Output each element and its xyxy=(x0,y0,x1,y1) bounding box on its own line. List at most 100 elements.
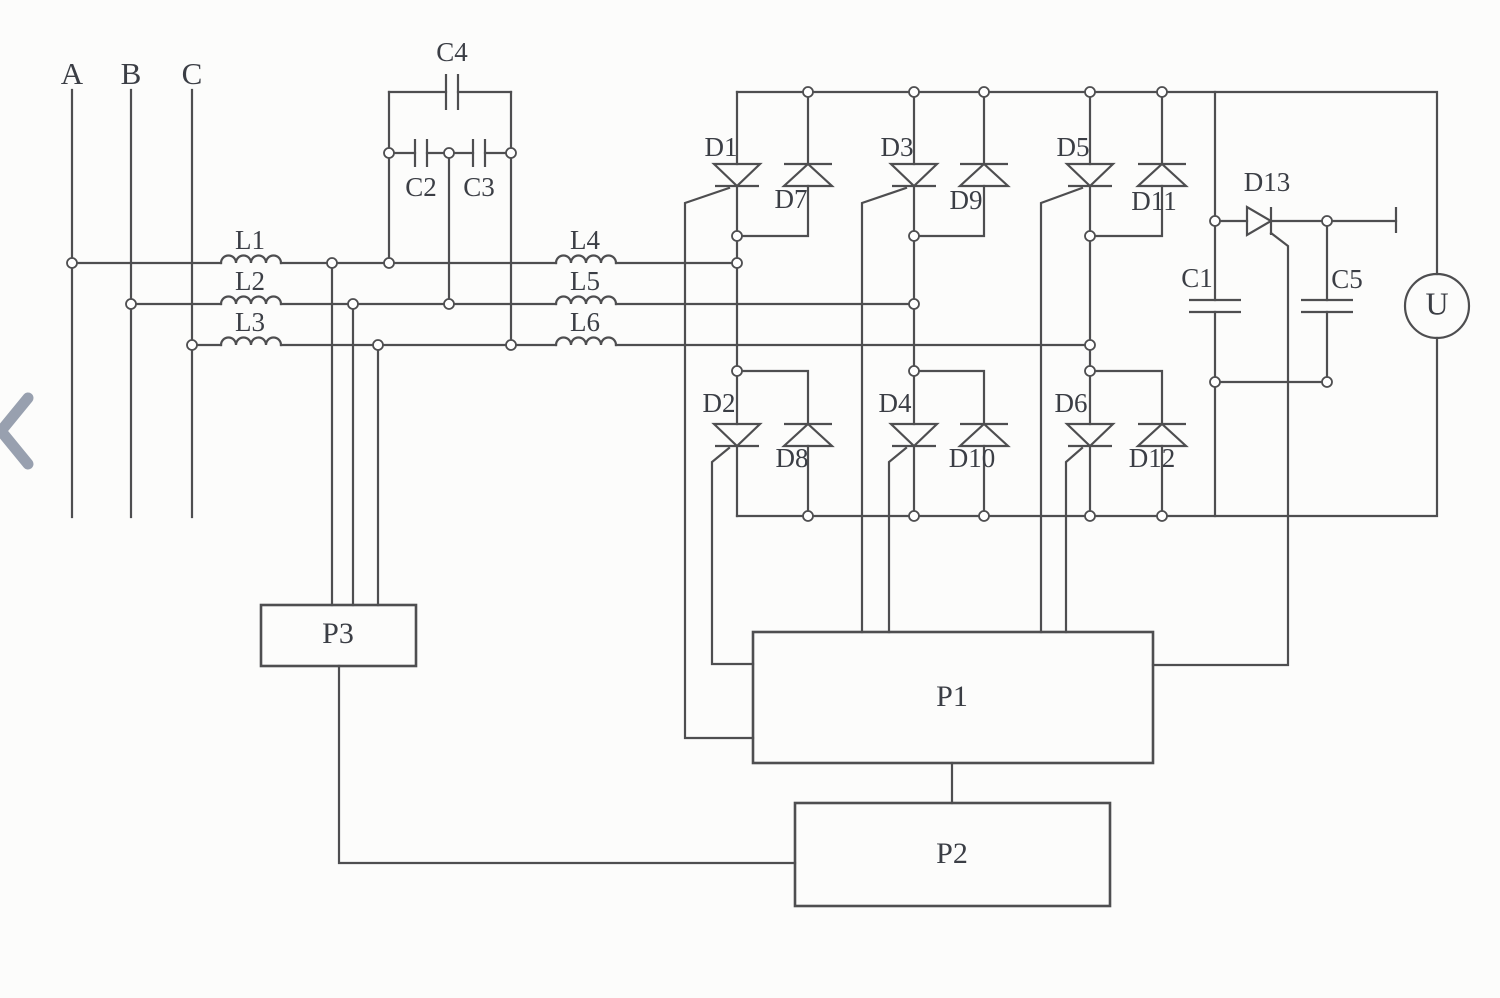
label-phase-c: C xyxy=(182,56,203,91)
capacitor-C3 xyxy=(471,139,487,167)
label-D8: D8 xyxy=(776,443,809,473)
junction-node xyxy=(1321,376,1333,388)
wire-P3-to-P2 xyxy=(337,664,797,865)
label-D9: D9 xyxy=(950,185,983,215)
wire-branch-D8 xyxy=(735,369,810,518)
junction-node xyxy=(978,510,990,522)
diode-D9 xyxy=(958,162,1010,188)
junction-node xyxy=(908,365,920,377)
junction-node xyxy=(978,86,990,98)
wire-branch-D7 xyxy=(735,90,810,238)
gate-wire-D13 xyxy=(1151,231,1290,667)
back-chevron-icon[interactable] xyxy=(0,392,34,470)
junction-node xyxy=(443,147,455,159)
wire-branch-D11 xyxy=(1088,90,1164,238)
junction-node xyxy=(1156,510,1168,522)
label-D4: D4 xyxy=(879,388,912,418)
label-L5: L5 xyxy=(570,266,600,296)
thyristor-D5 xyxy=(1065,162,1115,188)
capacitor-C4 xyxy=(444,74,460,110)
wire-branch-D9 xyxy=(912,90,986,238)
junction-node xyxy=(731,230,743,242)
thyristor-D1 xyxy=(712,162,762,188)
voltmeter-branch xyxy=(1403,272,1471,340)
junction-node xyxy=(1209,215,1221,227)
gate-wire-D3 xyxy=(860,186,908,634)
junction-node xyxy=(383,147,395,159)
junction-node xyxy=(66,257,78,269)
thyristor-D3 xyxy=(889,162,939,188)
junction-node xyxy=(1084,365,1096,377)
diode-D11 xyxy=(1136,162,1188,188)
gate-wire-D5 xyxy=(1039,186,1084,634)
label-D11: D11 xyxy=(1131,186,1177,216)
label-C1: C1 xyxy=(1181,263,1213,293)
junction-node xyxy=(383,257,395,269)
label-D5: D5 xyxy=(1057,132,1090,162)
label-D12: D12 xyxy=(1129,443,1176,473)
label-C4: C4 xyxy=(436,37,468,67)
label-P2: P2 xyxy=(936,837,968,870)
junction-node xyxy=(326,257,338,269)
capacitor-C1 xyxy=(1189,298,1241,314)
junction-node xyxy=(347,298,359,310)
junction-node xyxy=(1084,339,1096,351)
thyristor-D2 xyxy=(712,422,762,448)
junction-node xyxy=(125,298,137,310)
controllers xyxy=(259,603,1155,908)
junction-node xyxy=(1209,376,1221,388)
junction-node xyxy=(908,298,920,310)
junction-node xyxy=(505,147,517,159)
label-L4: L4 xyxy=(570,225,600,255)
thyristor-bridge xyxy=(683,90,1439,740)
inductor-L3 xyxy=(219,336,283,347)
junction-node xyxy=(1321,215,1333,227)
filter-capacitor-network xyxy=(387,74,513,347)
junction-node xyxy=(1084,86,1096,98)
gate-wire-D1 xyxy=(683,186,755,740)
junction-node xyxy=(1084,230,1096,242)
gate-wire-D4 xyxy=(887,446,908,634)
label-L3: L3 xyxy=(235,307,265,337)
junction-node xyxy=(802,86,814,98)
junction-node xyxy=(1084,510,1096,522)
junction-node xyxy=(372,339,384,351)
voltmeter-circle xyxy=(1403,272,1471,340)
thyristor-D6 xyxy=(1065,422,1115,448)
label-D1: D1 xyxy=(705,132,738,162)
thyristor-D13 xyxy=(1245,205,1274,237)
junction-node xyxy=(802,510,814,522)
sense-lines xyxy=(330,261,380,607)
junction-node xyxy=(908,510,920,522)
junction-node xyxy=(908,86,920,98)
thyristor-D4 xyxy=(889,422,939,448)
label-voltmeter: U xyxy=(1425,285,1448,321)
junction-node xyxy=(731,257,743,269)
label-phase-b: B xyxy=(121,56,142,91)
wire-branch-D12 xyxy=(1088,369,1164,518)
wire-branch-D10 xyxy=(912,369,986,518)
label-D6: D6 xyxy=(1055,388,1088,418)
inductor-L1 xyxy=(219,254,283,265)
junction-node xyxy=(443,298,455,310)
capacitor-C2 xyxy=(413,139,429,167)
label-D2: D2 xyxy=(703,388,736,418)
label-L2: L2 xyxy=(235,266,265,296)
inductor-L5 xyxy=(554,295,618,306)
labels: A B C L1 L2 L3 L4 L5 L6 C4 C2 C3 C1 C5 D… xyxy=(61,37,1449,870)
label-D13: D13 xyxy=(1244,167,1291,197)
junction-node xyxy=(731,365,743,377)
label-L6: L6 xyxy=(570,307,600,337)
inductor-L2 xyxy=(219,295,283,306)
junction-node xyxy=(505,339,517,351)
capacitor-C5 xyxy=(1301,298,1353,314)
label-D10: D10 xyxy=(949,443,996,473)
wire-top-rail xyxy=(735,90,1439,276)
junction-node xyxy=(908,230,920,242)
wire-bottom-rail xyxy=(735,336,1439,518)
junction-node xyxy=(186,339,198,351)
label-L1: L1 xyxy=(235,225,265,255)
gate-wire-D2 xyxy=(710,446,755,666)
label-P3: P3 xyxy=(322,617,354,650)
label-C2: C2 xyxy=(405,172,437,202)
